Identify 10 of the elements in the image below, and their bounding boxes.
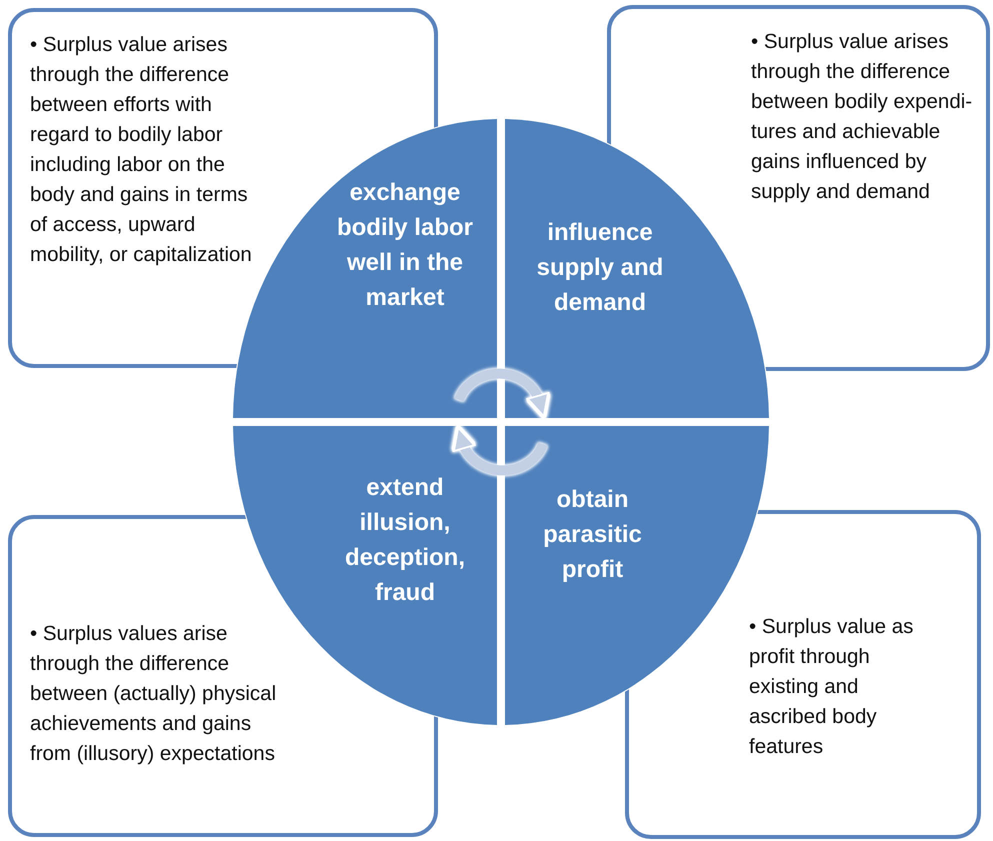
- bullet-text: • Surplus value arises through the difference between efforts with regard to bodily labor including labor on the body and gains in terms of access, upward mobility, or capitalization: [30, 32, 253, 268]
- bullet-text: • Surplus value arises through the difference between bodily expendi- tures and achievable gains influenced by supply and demand: [751, 29, 974, 205]
- bullet-text: • Surplus value as profit through existing and ascribed body features: [749, 614, 914, 760]
- quadrant-label: obtain parasitic profit: [542, 485, 643, 585]
- quadrant-label: extend illusion, deception, fraud: [344, 473, 466, 608]
- bullet-text: • Surplus values arise through the difference between (actually) physical achievements and gains from (illusory) expectations: [30, 621, 278, 767]
- cycle-arrow: [454, 368, 550, 420]
- cycle-arrow: [452, 424, 548, 476]
- quadrant-label: exchange bodily labor well in the market: [336, 178, 474, 313]
- quadrant-label: influence supply and demand: [536, 218, 664, 318]
